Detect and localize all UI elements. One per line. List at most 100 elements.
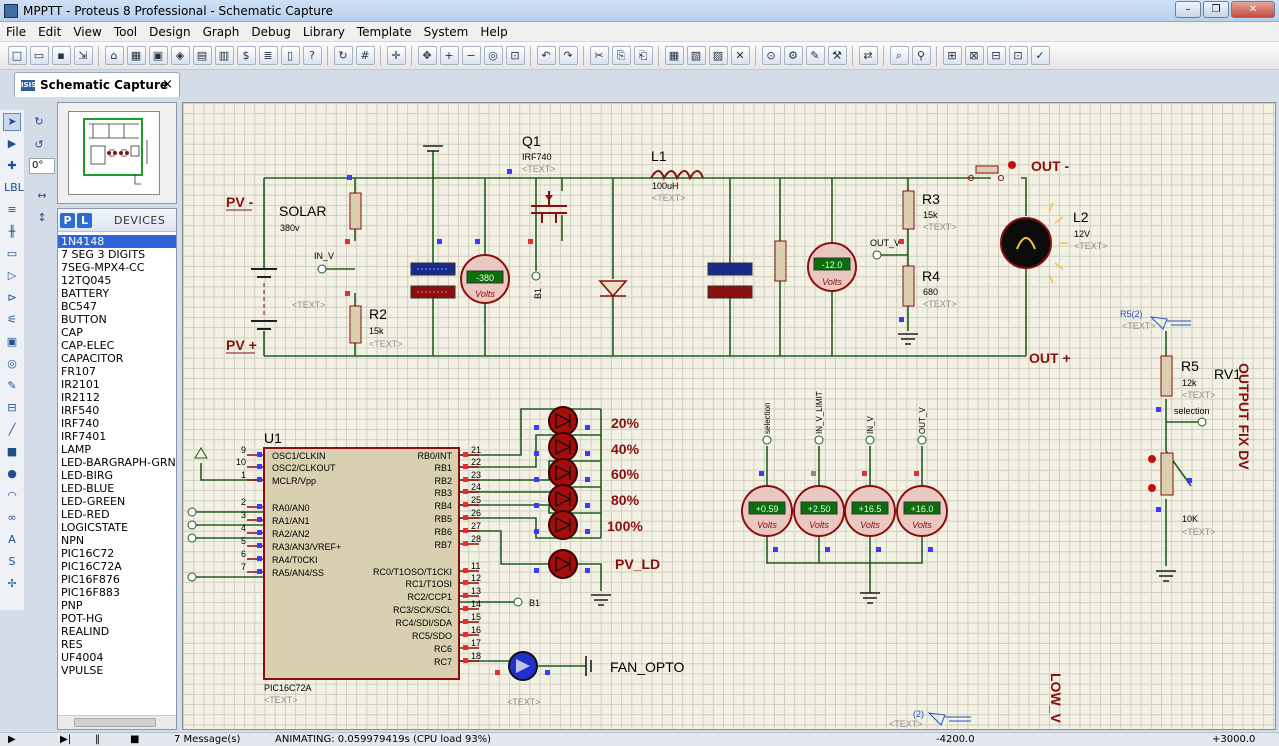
block-rotate-icon[interactable]: ▨ — [708, 46, 728, 65]
bargraph-led[interactable] — [534, 484, 590, 514]
mirror-horizontal-icon[interactable]: ↔ — [37, 189, 47, 202]
new-sheet-icon[interactable]: ⊞ — [942, 46, 962, 65]
resistor-r-top[interactable] — [349, 192, 362, 230]
device-list-item[interactable]: LED-BLUE — [61, 482, 115, 495]
menu-design[interactable]: Design — [149, 24, 191, 39]
arc-icon[interactable]: ◠ — [7, 489, 17, 502]
new-icon[interactable]: □ — [7, 46, 27, 65]
resistor-load[interactable] — [774, 240, 787, 282]
help-icon[interactable]: ? — [302, 46, 322, 65]
resistor-r5[interactable] — [1160, 355, 1173, 397]
bargraph-led[interactable] — [534, 458, 590, 488]
stop-icon[interactable]: ■ — [130, 734, 140, 745]
device-list-item[interactable]: PNP — [61, 599, 83, 612]
device-pins-icon[interactable]: ⊳ — [7, 291, 17, 304]
device-list-item[interactable]: LED-GREEN — [61, 495, 126, 508]
rotate-ccw-icon[interactable]: ↺ — [34, 138, 44, 151]
menu-template[interactable]: Template — [356, 24, 412, 39]
device-list-item[interactable]: IRF540 — [61, 404, 100, 417]
pcb-icon[interactable]: ▣ — [148, 46, 168, 65]
menu-help[interactable]: Help — [480, 24, 508, 39]
copy-icon[interactable]: ⎘ — [611, 46, 631, 65]
device-list-item[interactable]: LOGICSTATE — [61, 521, 129, 534]
device-list-item[interactable]: VPULSE — [61, 664, 104, 677]
net-terminal[interactable] — [762, 435, 772, 445]
device-list-item[interactable]: LED-BARGRAPH-GRN — [61, 456, 176, 469]
decompose-icon[interactable]: ⚒ — [827, 46, 847, 65]
circle-icon[interactable]: ● — [7, 467, 17, 480]
box-icon[interactable]: ■ — [6, 445, 18, 458]
instruments-icon[interactable]: ⊟ — [7, 401, 17, 414]
import-icon[interactable]: ⇲ — [73, 46, 93, 65]
notes-icon[interactable]: ▯ — [280, 46, 300, 65]
resistor-r3[interactable] — [902, 190, 915, 230]
open-icon[interactable]: ▭ — [29, 46, 49, 65]
pv-ld-led[interactable] — [534, 549, 590, 579]
u1-microcontroller[interactable] — [263, 447, 460, 680]
tab-close-icon[interactable]: × — [162, 77, 173, 92]
device-list-item[interactable]: 7 SEG 3 DIGITS — [61, 248, 146, 261]
graph-icon[interactable]: ⚟ — [7, 313, 17, 326]
net-terminal[interactable] — [917, 435, 927, 445]
selection-terminal[interactable] — [1197, 417, 1207, 427]
input-terminal[interactable] — [187, 520, 197, 530]
block-copy-icon[interactable]: ▦ — [664, 46, 684, 65]
menu-view[interactable]: View — [73, 24, 102, 39]
zoom-out-icon[interactable]: − — [461, 46, 481, 65]
text-icon[interactable]: A — [8, 533, 16, 546]
schematic-icon[interactable]: ▦ — [126, 46, 146, 65]
device-list-item[interactable]: NPN — [61, 534, 85, 547]
mirror-vertical-icon[interactable]: ↕ — [37, 211, 47, 224]
generator-icon[interactable]: ◎ — [7, 357, 17, 370]
device-list-item[interactable]: UF4004 — [61, 651, 104, 664]
device-list-item[interactable]: CAPACITOR — [61, 352, 124, 365]
schematic-canvas[interactable]: PV - PV + OUT - OUT + SOLAR 380v <TEXT> … — [182, 102, 1276, 730]
device-list-item[interactable]: LED-RED — [61, 508, 110, 521]
minimize-button[interactable]: – — [1175, 1, 1201, 18]
device-list-item[interactable]: 12TQ045 — [61, 274, 112, 287]
save-icon[interactable]: ▪ — [51, 46, 71, 65]
paste-icon[interactable]: ⎗ — [633, 46, 653, 65]
overview-window[interactable] — [57, 102, 177, 204]
component-mode-icon[interactable]: ▶ — [7, 137, 17, 150]
property-tool-icon[interactable]: ⚲ — [911, 46, 931, 65]
exit-parent-icon[interactable]: ⊟ — [986, 46, 1006, 65]
electrolytic-cap-input[interactable] — [410, 262, 456, 299]
refresh-icon[interactable]: ↻ — [333, 46, 353, 65]
pan-icon[interactable]: ✥ — [417, 46, 437, 65]
selection-mode-icon[interactable]: ➤ — [3, 113, 21, 131]
device-list-item[interactable]: LED-BIRG — [61, 469, 114, 482]
diode-freewheel[interactable] — [598, 280, 628, 298]
code-icon[interactable]: ≣ — [258, 46, 278, 65]
grid-icon[interactable]: # — [355, 46, 375, 65]
home-icon[interactable]: ⌂ — [104, 46, 124, 65]
voltmeter-output[interactable]: -12.0 Volts — [807, 242, 857, 292]
device-list-item[interactable]: PIC16F876 — [61, 573, 120, 586]
path-icon[interactable]: ∞ — [7, 511, 17, 524]
device-list-item[interactable]: CAP — [61, 326, 83, 339]
netlist-icon[interactable]: ⊡ — [1008, 46, 1028, 65]
device-list-item[interactable]: 1N4148 — [58, 235, 176, 248]
potentiometer-rv1[interactable] — [1160, 452, 1174, 496]
menu-library[interactable]: Library — [302, 24, 345, 39]
line-icon[interactable]: ╱ — [8, 423, 16, 436]
bargraph-led[interactable] — [534, 432, 590, 462]
device-list-item[interactable]: PIC16F883 — [61, 586, 120, 599]
menu-file[interactable]: File — [6, 24, 27, 39]
menu-edit[interactable]: Edit — [38, 24, 62, 39]
3d-icon[interactable]: ◈ — [170, 46, 190, 65]
buses-icon[interactable]: ╫ — [8, 225, 16, 238]
device-list-item[interactable]: POT-HG — [61, 612, 103, 625]
b1-terminal[interactable] — [513, 597, 523, 607]
make-device-icon[interactable]: ⚙ — [783, 46, 803, 65]
status-messages[interactable]: 7 Message(s) — [174, 734, 241, 745]
block-move-icon[interactable]: ▧ — [686, 46, 706, 65]
close-window-button[interactable]: ✕ — [1231, 1, 1275, 18]
maximize-button[interactable]: ❐ — [1203, 1, 1229, 18]
voltmeter-input[interactable]: -380 Volts — [460, 254, 510, 304]
library-manager-button[interactable]: L — [77, 212, 92, 228]
input-terminal[interactable] — [187, 572, 197, 582]
net-terminal[interactable] — [814, 435, 824, 445]
symbol-icon[interactable]: S — [8, 555, 16, 568]
